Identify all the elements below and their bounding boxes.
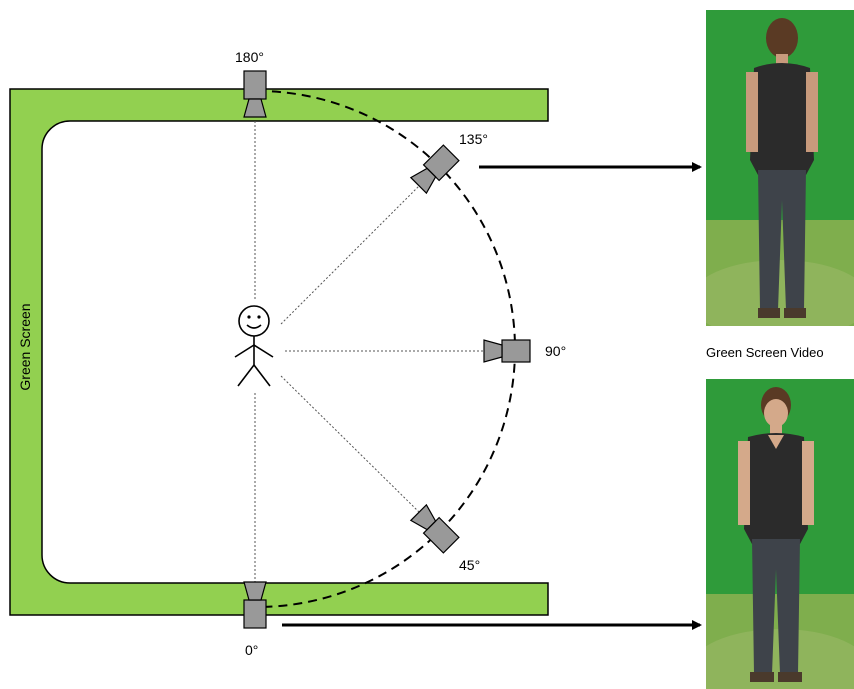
- green-screen-label: Green Screen: [17, 303, 33, 390]
- camera-icon: [243, 70, 267, 118]
- camera-icon: [483, 339, 531, 363]
- angle-label-180: 180°: [235, 49, 264, 65]
- green-screen-wall: [9, 88, 549, 616]
- camera-icon: [409, 144, 460, 195]
- stick-figure-icon: [234, 305, 274, 387]
- photo-back-view: [706, 10, 854, 326]
- sight-line-135: [280, 184, 421, 325]
- photo-caption: Green Screen Video: [706, 345, 824, 360]
- angle-label-45: 45°: [459, 557, 480, 573]
- camera-icon: [243, 581, 267, 629]
- photo-front-view: [706, 379, 854, 689]
- angle-label-135: 135°: [459, 131, 488, 147]
- angle-label-0: 0°: [245, 642, 258, 658]
- sight-line-45: [280, 375, 421, 514]
- camera-icon: [409, 503, 460, 554]
- angle-label-90: 90°: [545, 343, 566, 359]
- camera-arc: [256, 90, 516, 608]
- sight-lines: [254, 121, 487, 583]
